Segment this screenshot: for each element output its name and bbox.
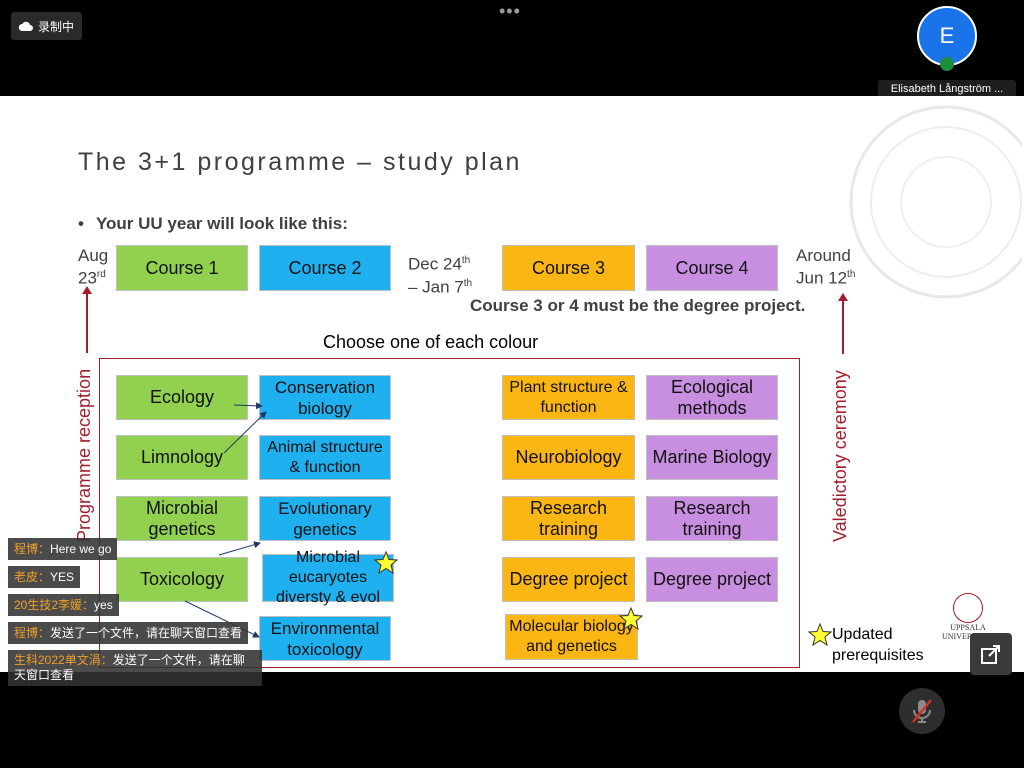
date-end-line2: Jun 12 (796, 268, 848, 288)
uu-seal-icon (953, 593, 983, 623)
expand-button[interactable] (970, 633, 1012, 675)
option-plant-structure: Plant structure & function (502, 375, 635, 420)
option-microbial-eucaryotes: Microbial eucaryotes diversty & evol (262, 549, 394, 606)
chat-separator: ： (82, 598, 95, 612)
chat-message: 老皮：YES (8, 566, 81, 588)
recording-label: 录制中 (38, 19, 75, 34)
option-molecular-biology: Molecular biology and genetics (505, 614, 638, 660)
course-3-box: Course 3 (502, 245, 635, 291)
mic-active-icon (940, 57, 954, 71)
chat-user: 20生技2李媛 (14, 598, 83, 612)
cloud-icon (18, 21, 33, 31)
chat-message: 20生技2李媛：yes (8, 594, 119, 616)
logo-line2: UNIVERSITET (942, 632, 994, 641)
option-ecology: Ecology (116, 375, 248, 420)
avatar-initial: E (939, 23, 955, 48)
mic-off-icon (912, 699, 932, 723)
option-ecological-methods: Ecological methods (646, 375, 778, 420)
star-icon (374, 551, 398, 574)
option-animal-structure: Animal structure & function (259, 435, 391, 480)
option-neurobiology: Neurobiology (502, 435, 635, 480)
logo-line1: UPPSALA (950, 623, 986, 632)
chat-text: YES (50, 570, 75, 584)
mute-button[interactable] (899, 688, 945, 734)
university-seal-watermark (849, 105, 1022, 299)
date-break-sup1: th (461, 255, 471, 266)
date-start-month: Aug (78, 246, 109, 265)
meeting-topbar: 录制中 ••• E Elisabeth Långström ... (0, 0, 1024, 99)
date-start: Aug 23rd (78, 246, 108, 288)
chat-text: 发送了一个文件，请在聊天窗口查看 (50, 626, 243, 640)
course-4-box: Course 4 (646, 245, 778, 291)
date-end-sup: th (847, 269, 856, 280)
date-end-line1: Around (796, 246, 851, 265)
bullet-label: Your UU year will look like this: (95, 214, 348, 233)
chat-text: 发送了一个文件，请在聊天窗口查看 (14, 653, 245, 682)
chat-separator: ： (38, 542, 51, 556)
arrow-toxicology-evolutionary (218, 541, 261, 556)
more-options-icon[interactable]: ••• (499, 1, 521, 21)
ceremony-arrow (838, 293, 848, 354)
date-break: Dec 24th – Jan 7th (408, 251, 473, 297)
recording-badge[interactable]: 录制中 (11, 12, 82, 40)
reception-arrow (82, 286, 92, 353)
option-conservation-biology: Conservation biology (259, 375, 391, 420)
option-research-training-orange: Research training (502, 496, 635, 541)
participant-name: Elisabeth Långström ... (878, 80, 1016, 99)
bullet-text: •Your UU year will look like this: (78, 214, 348, 233)
legend-updated-prerequisites: Updated prerequisites (832, 624, 924, 666)
expand-icon (981, 645, 1000, 664)
option-evolutionary-genetics: Evolutionary genetics (259, 496, 391, 541)
uppsala-logo: UPPSALA UNIVERSITET (940, 593, 996, 641)
chat-message: 程博：发送了一个文件，请在聊天窗口查看 (8, 622, 249, 644)
date-start-sup: rd (96, 269, 106, 280)
star-icon (619, 607, 643, 630)
chat-user: 生科2022单文涓 (14, 653, 101, 667)
option-degree-project-purple: Degree project (646, 557, 778, 602)
star-icon (808, 623, 832, 646)
date-break-sup2: th (463, 277, 473, 289)
option-degree-project-orange: Degree project (502, 557, 635, 602)
course-1-box: Course 1 (116, 245, 248, 291)
arrow-limnology (223, 411, 267, 454)
date-break-line1: Dec 24 (408, 254, 462, 274)
course-2-box: Course 2 (259, 245, 391, 291)
chat-overlay: 程博：Here we go 老皮：YES 20生技2李媛：yes 程博：发送了一… (8, 538, 278, 692)
degree-project-note: Course 3 or 4 must be the degree project… (470, 296, 806, 315)
chat-user: 老皮 (14, 570, 39, 584)
date-break-line2: – Jan 7 (408, 277, 464, 297)
participant-avatar[interactable]: E (917, 6, 977, 66)
chat-separator: ： (38, 570, 51, 584)
option-toxicology: Toxicology (116, 557, 248, 602)
option-limnology: Limnology (116, 435, 248, 480)
option-microbial-genetics: Microbial genetics (116, 496, 248, 541)
slide-title: The 3+1 programme – study plan (78, 148, 522, 176)
course-options-frame (99, 358, 800, 668)
chat-user: 程博 (14, 542, 39, 556)
chat-user: 程博 (14, 626, 39, 640)
chat-text: Here we go (50, 542, 112, 556)
legend-line2: prerequisites (832, 647, 924, 664)
option-research-training-purple: Research training (646, 496, 778, 541)
date-start-day: 23 (78, 268, 97, 288)
legend-line1: Updated (832, 626, 893, 643)
choose-label: Choose one of each colour (323, 332, 539, 352)
option-marine-biology: Marine Biology (646, 435, 778, 480)
chat-message: 程博：Here we go (8, 538, 118, 560)
arrow-ecology (233, 402, 263, 410)
chat-text: yes (94, 598, 113, 612)
chat-separator: ： (100, 653, 113, 667)
chat-separator: ： (38, 626, 51, 640)
date-end: Around Jun 12th (796, 246, 855, 288)
chat-message: 生科2022单文涓：发送了一个文件，请在聊天窗口查看 (8, 650, 262, 686)
option-environmental-toxicology: Environmental toxicology (259, 616, 391, 661)
shared-slide: The 3+1 programme – study plan •Your UU … (0, 96, 1024, 672)
